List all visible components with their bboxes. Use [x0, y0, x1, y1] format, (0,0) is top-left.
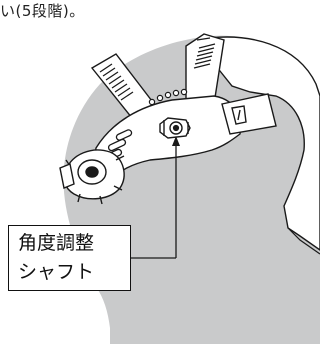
- top-strap: [185, 33, 225, 109]
- leader-arrowhead: [172, 136, 180, 146]
- callout-leader: [131, 140, 177, 259]
- adjustment-holes: [148, 88, 188, 106]
- callout-line-2: シャフト: [18, 261, 95, 283]
- strap-teeth-top: [193, 43, 216, 69]
- angle-adjustment-shaft: [159, 117, 191, 139]
- callout-line-1: 角度調整: [18, 232, 95, 254]
- visor-outline: [194, 36, 320, 251]
- visor-bracket: [221, 93, 277, 135]
- visor-edge: [287, 227, 320, 255]
- headband: [91, 95, 243, 183]
- callout-label-box: 角度調整 シャフト: [8, 225, 131, 291]
- page-heading: い(5段階)。: [0, 2, 85, 20]
- rear-ratchet-knob: [59, 149, 125, 205]
- strap-teeth-left: [99, 63, 134, 101]
